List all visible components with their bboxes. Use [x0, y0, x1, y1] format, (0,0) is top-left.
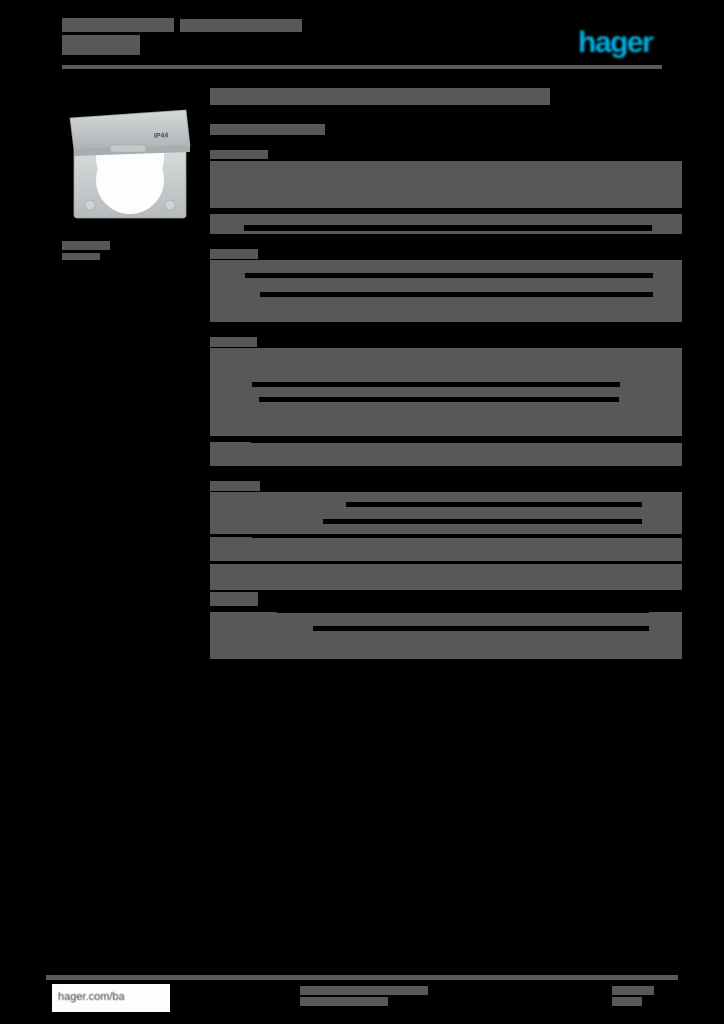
- row-leader: [323, 519, 642, 524]
- product-caption: [62, 241, 110, 260]
- section-specs-1: [210, 246, 682, 322]
- table-band: [210, 260, 682, 322]
- row-leader: [245, 273, 653, 278]
- page-title: [210, 88, 550, 105]
- product-caption-line-1: [62, 241, 110, 250]
- ip44-marking: IP44: [154, 132, 169, 140]
- header-title-line-2: [62, 35, 140, 55]
- section-specs-3: [210, 478, 682, 606]
- hager-logo: hager: [578, 26, 662, 59]
- table-band: [210, 609, 682, 659]
- footer-url[interactable]: hager.com/ba: [58, 991, 125, 1003]
- header-title-line-1-continued: [180, 19, 302, 32]
- product-caption-line-2: [62, 253, 100, 260]
- section-heading: [210, 478, 682, 491]
- spec-content: [210, 88, 682, 659]
- header-divider: [62, 65, 662, 69]
- row-leader: [260, 292, 653, 297]
- section-heading: [210, 246, 682, 259]
- product-illustration: IP44: [69, 109, 191, 219]
- section-specs-2: [210, 334, 682, 466]
- page-header: hager: [62, 18, 662, 70]
- row-leader: [259, 397, 619, 402]
- footer-right: [612, 986, 654, 1006]
- table-band: [210, 564, 682, 590]
- section-description: [210, 147, 682, 234]
- row-leader: [251, 439, 682, 443]
- product-image: IP44: [60, 88, 205, 226]
- table-band: [210, 439, 682, 466]
- table-band: [210, 492, 682, 534]
- row-leader: [313, 626, 649, 631]
- table-band: [210, 214, 682, 234]
- row-leader: [277, 609, 649, 613]
- row-leader: [252, 382, 620, 387]
- row-leader: [244, 225, 652, 231]
- section-specs-4: [210, 609, 682, 659]
- section-heading: [210, 334, 682, 347]
- section-heading: [210, 147, 682, 160]
- table-band: [210, 348, 682, 449]
- table-band: [210, 534, 682, 561]
- table-band: [210, 159, 682, 208]
- footer-divider: [46, 975, 678, 980]
- footer-url-box[interactable]: hager.com/ba: [52, 984, 170, 1012]
- header-title-line-1: [62, 18, 174, 32]
- header-title-group: [62, 18, 302, 55]
- table-band: [210, 592, 258, 606]
- hager-logo-text: hager: [578, 26, 654, 59]
- row-leader: [252, 534, 682, 538]
- page-subtitle: [210, 124, 325, 135]
- row-leader: [346, 502, 642, 507]
- footer-center: [300, 986, 428, 1006]
